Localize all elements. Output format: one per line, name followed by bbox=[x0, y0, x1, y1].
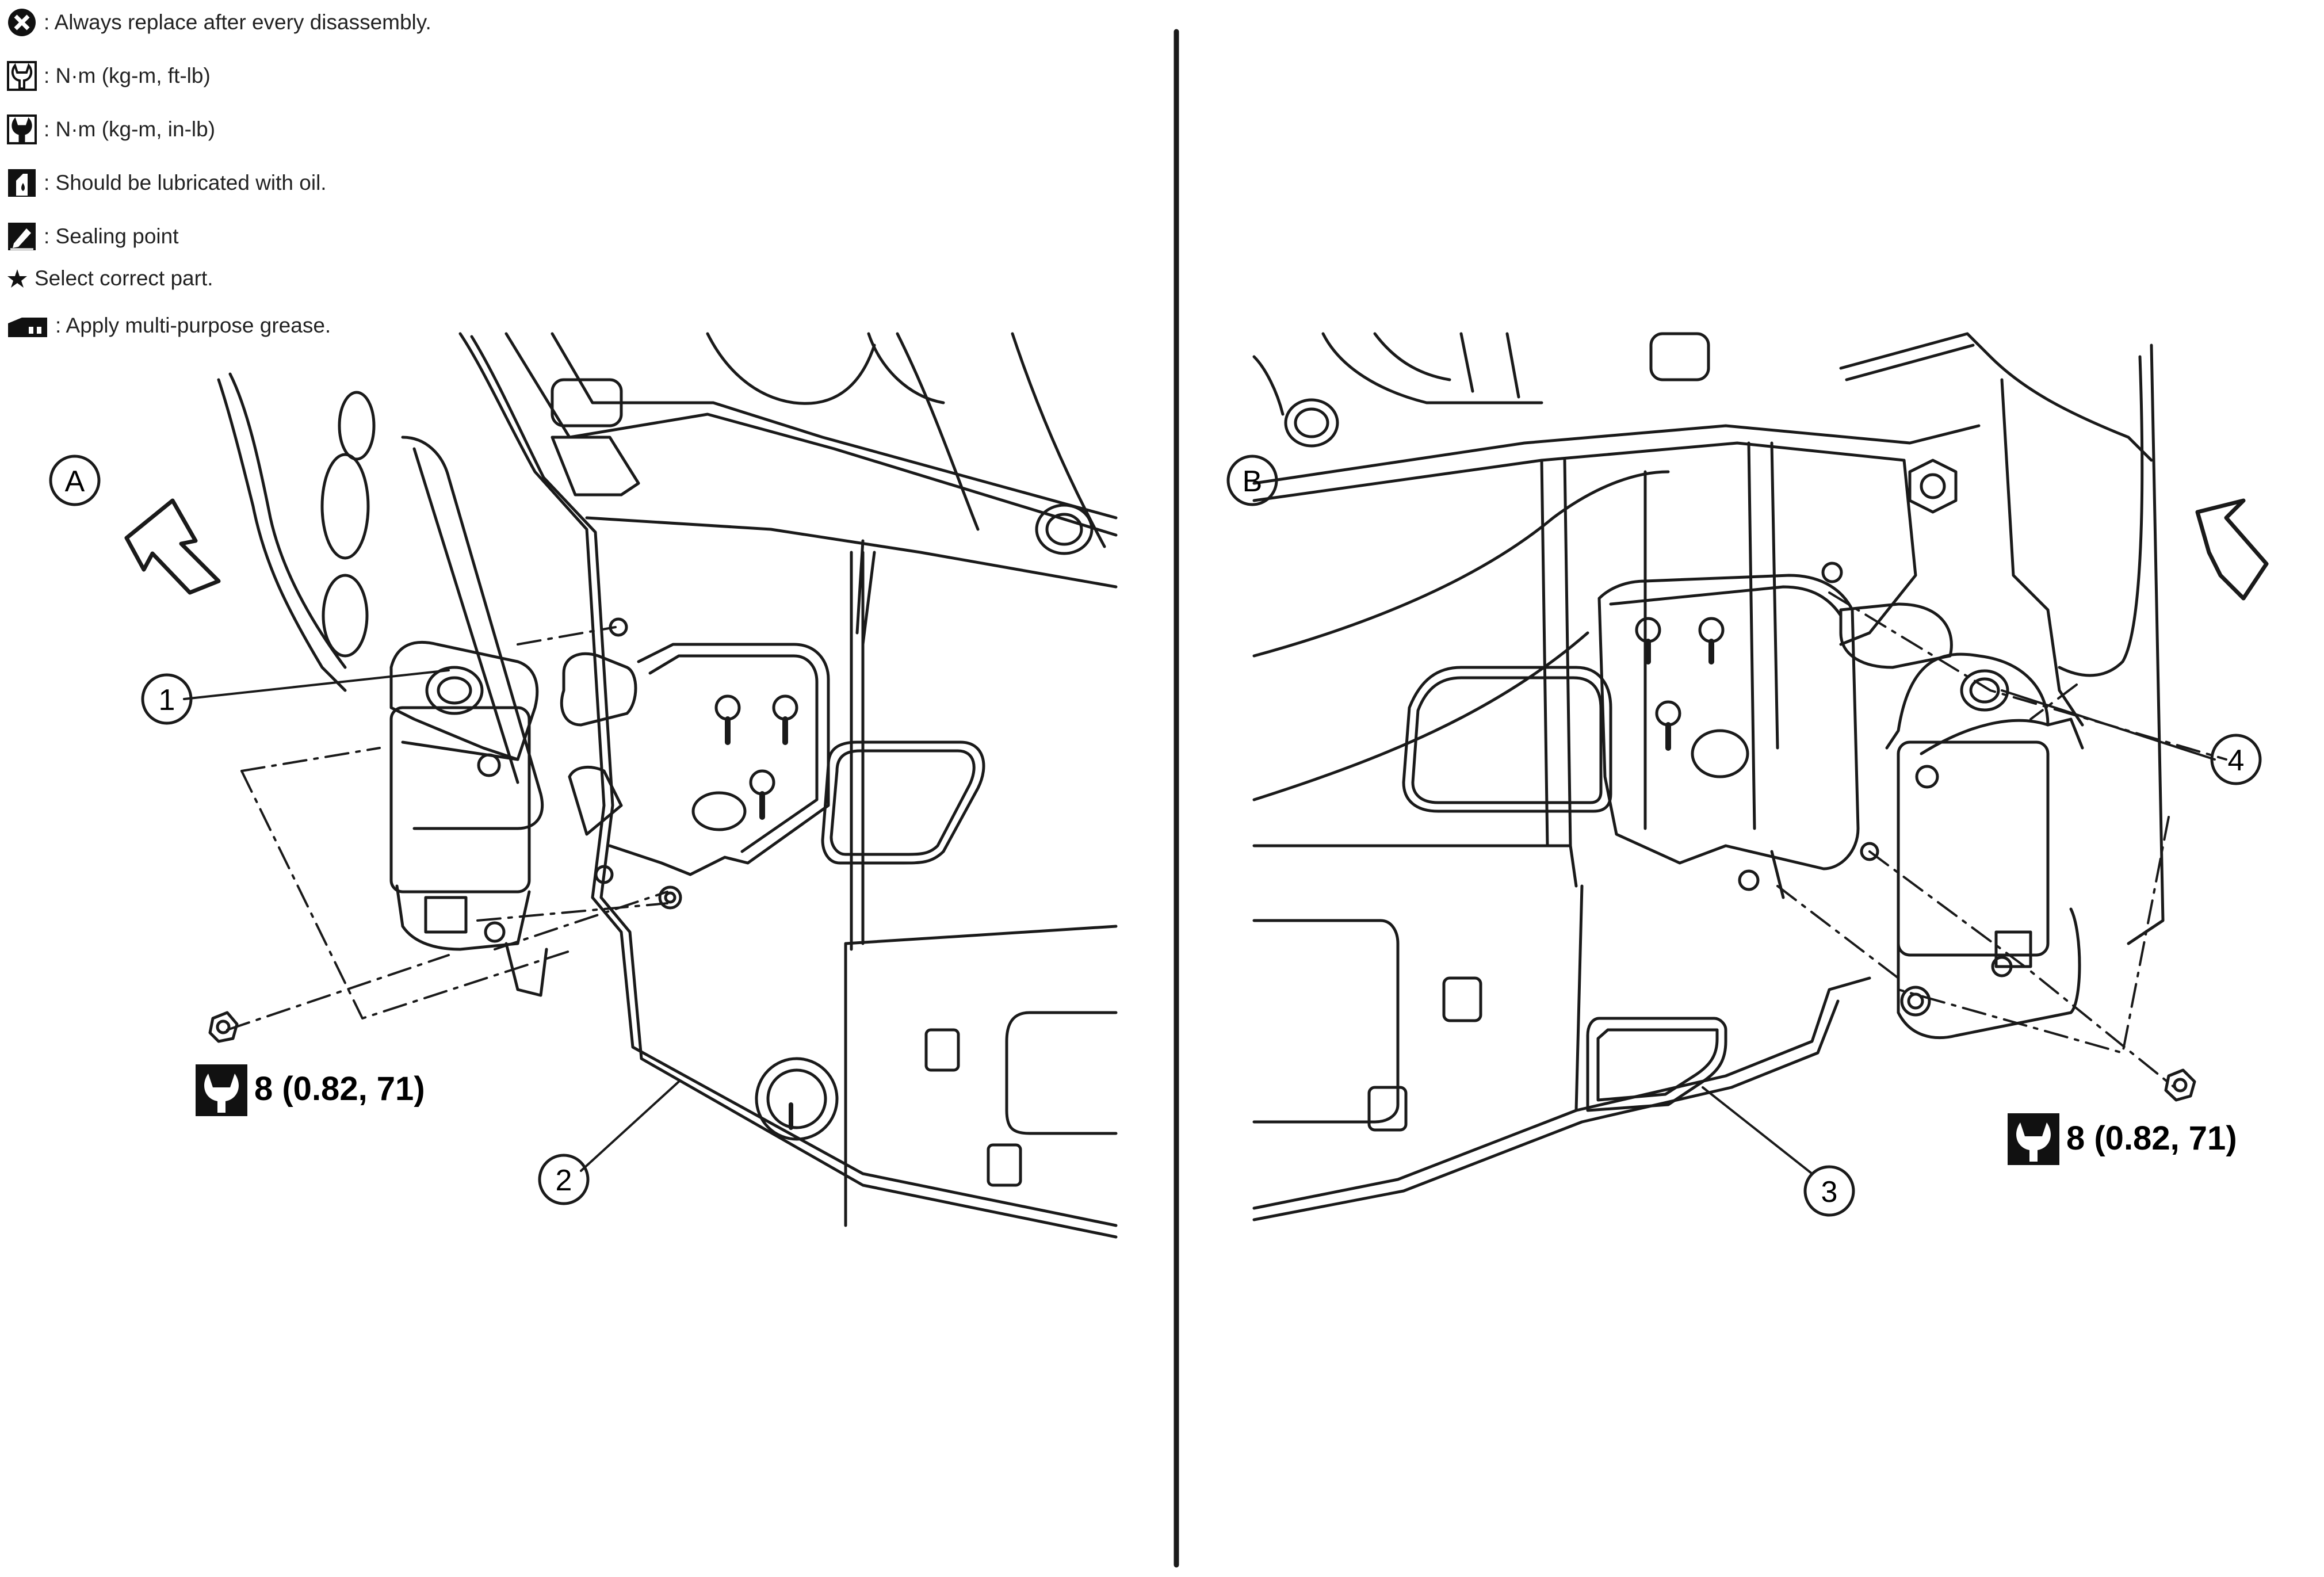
legend-row-grease: : Apply multi-purpose grease. bbox=[6, 306, 331, 346]
callout-1: 1 bbox=[159, 684, 175, 717]
callout-2: 2 bbox=[556, 1164, 572, 1197]
left-nut bbox=[208, 1011, 239, 1043]
legend-row-torque-ft-lb: : N·m (kg-m, ft-lb) bbox=[6, 56, 211, 96]
right-sensor-module bbox=[1885, 652, 2084, 1040]
legend-text-torque-in-lb: : N·m (kg-m, in-lb) bbox=[44, 117, 216, 141]
torque-ft-lb-icon bbox=[6, 60, 38, 92]
right-view-body bbox=[1252, 332, 2269, 1221]
right-bolts bbox=[1738, 562, 1879, 891]
callout-circle-4 bbox=[2210, 734, 2262, 785]
view-letter-b: B bbox=[1243, 465, 1263, 498]
left-bolts bbox=[594, 617, 682, 910]
view-letter-circle-a bbox=[49, 455, 101, 506]
callout-circle-1 bbox=[141, 673, 193, 725]
left-front-arrow-icon bbox=[124, 498, 221, 595]
left-torque-icon bbox=[196, 1064, 247, 1116]
left-bracket-studs bbox=[714, 694, 798, 820]
right-torque-icon bbox=[2008, 1113, 2059, 1165]
view-letter-circle-b bbox=[1226, 455, 1278, 506]
legend-text-replace: : Always replace after every disassembly… bbox=[44, 10, 431, 34]
sealing-point-icon bbox=[6, 220, 38, 253]
right-bracket-studs bbox=[1635, 617, 1725, 751]
legend-row-replace: : Always replace after every disassembly… bbox=[6, 2, 431, 43]
legend-text-star: Select correct part. bbox=[35, 266, 213, 290]
legend-row-oil: : Should be lubricated with oil. bbox=[6, 163, 327, 203]
left-torque-value: 8 (0.82, 71) bbox=[254, 1070, 425, 1108]
left-sensor-module bbox=[389, 640, 548, 997]
multi-purpose-grease-icon bbox=[6, 310, 49, 342]
oil-lubrication-icon bbox=[6, 167, 38, 199]
select-part-star-icon bbox=[6, 262, 29, 295]
callout-circle-3 bbox=[1803, 1165, 1855, 1217]
right-nut bbox=[2164, 1068, 2196, 1102]
legend-row-torque-in-lb: : N·m (kg-m, in-lb) bbox=[6, 109, 215, 150]
right-torque-value: 8 (0.82, 71) bbox=[2066, 1120, 2237, 1157]
callout-3: 3 bbox=[1821, 1175, 1838, 1209]
legend-text-sealing: : Sealing point bbox=[44, 224, 179, 248]
legend-text-grease: : Apply multi-purpose grease. bbox=[55, 314, 331, 337]
left-view-body bbox=[124, 332, 1118, 1239]
right-guide-lines bbox=[1776, 591, 2227, 1089]
view-letter-a: A bbox=[65, 465, 85, 498]
callout-4: 4 bbox=[2228, 744, 2245, 777]
torque-in-lb-icon bbox=[6, 113, 38, 146]
legend-row-star: Select correct part. bbox=[6, 258, 213, 299]
legend-text-oil: : Should be lubricated with oil. bbox=[44, 171, 327, 194]
replace-after-disassembly-icon bbox=[6, 6, 38, 39]
callout-circle-2 bbox=[538, 1154, 590, 1205]
right-front-arrow-icon bbox=[2195, 498, 2269, 601]
legend-row-sealing: : Sealing point bbox=[6, 216, 179, 257]
legend-text-torque-ft-lb: : N·m (kg-m, ft-lb) bbox=[44, 64, 211, 87]
left-guide-lines bbox=[226, 626, 668, 1031]
